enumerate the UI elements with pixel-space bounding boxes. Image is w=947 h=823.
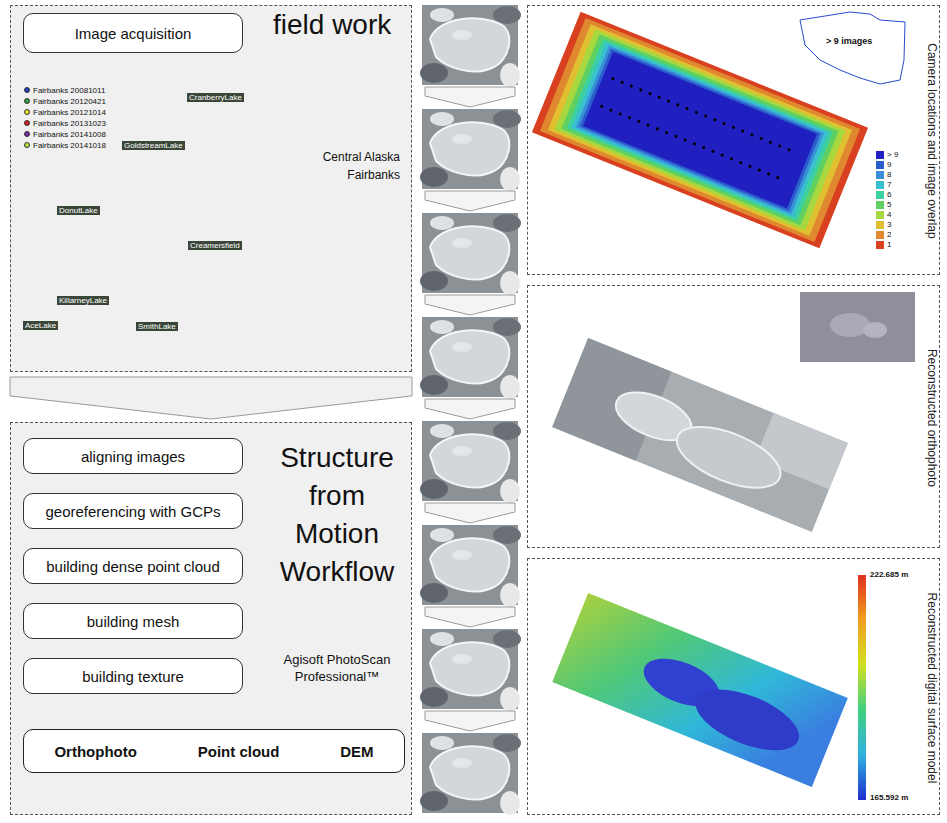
legend-text: Fairbanks 20081011	[33, 86, 105, 95]
legend-text: Fairbanks 20141018	[33, 141, 106, 150]
process-box: building mesh	[23, 603, 243, 639]
legend-swatch	[876, 221, 884, 229]
box-label: building mesh	[87, 613, 180, 630]
legend-text: 2	[887, 230, 891, 239]
legend-swatch	[876, 171, 884, 179]
annotation-label: Fairbanks	[250, 168, 400, 182]
panel-frame: Structure from Motion WorkflowAgisoft Ph…	[10, 422, 412, 815]
legend-dot	[24, 87, 30, 93]
legend-text: 4	[887, 210, 891, 219]
annotation-label: > 9 images	[826, 36, 872, 46]
legend-text: Fairbanks 20131023	[33, 119, 106, 128]
box-label: building dense point cloud	[46, 558, 219, 575]
process-box: georeferencing with GCPs	[23, 493, 243, 529]
box-label: Orthophoto	[54, 743, 136, 760]
legend-swatch	[876, 201, 884, 209]
legend-dot	[24, 98, 30, 104]
legend-text: 8	[887, 170, 891, 179]
process-box: building dense point cloud	[23, 548, 243, 584]
panel-frame: field workImage acquisition	[10, 5, 412, 372]
legend-text: Fairbanks 20120421	[33, 97, 106, 106]
place-name: CranberryLake	[187, 93, 244, 102]
panel-heading: Reconstructed orthophoto	[925, 348, 939, 486]
panel-heading: Camera locations and image overlap	[925, 43, 939, 238]
box-label: Image acquisition	[75, 25, 192, 42]
process-box: Image acquisition	[23, 13, 243, 53]
place-name: GoldstreamLake	[122, 141, 185, 150]
legend-dot	[24, 109, 30, 115]
process-box: aligning images	[23, 438, 243, 474]
box-label: building texture	[82, 668, 184, 685]
legend-text: 9	[887, 160, 891, 169]
legend-text: 5	[887, 200, 891, 209]
legend-swatch	[876, 151, 884, 159]
output-box: Orthophoto Point cloud DEM	[23, 729, 405, 773]
legend-dot	[24, 131, 30, 137]
box-label: Point cloud	[198, 743, 280, 760]
legend-text: 1	[887, 240, 891, 249]
panel-heading: field work	[273, 9, 409, 41]
legend-text: 3	[887, 220, 891, 229]
legend-text: 6	[887, 190, 891, 199]
annotation-label: 165.592 m	[870, 793, 908, 802]
legend-dot	[24, 142, 30, 148]
panel-heading: Structure from Motion Workflow	[270, 439, 404, 591]
place-name: SmithLake	[136, 322, 178, 331]
chevron-arrow	[10, 377, 412, 419]
panel-frame: Reconstructed orthophoto	[527, 285, 940, 548]
panel-heading: Agisoft PhotoScan Professional™	[266, 651, 408, 685]
legend-text: Fairbanks 20121014	[33, 108, 106, 117]
panel-frame: Reconstructed digital surface model	[527, 558, 940, 815]
legend-swatch	[876, 191, 884, 199]
legend-dot	[24, 120, 30, 126]
place-name: AceLake	[23, 321, 58, 330]
place-name: DonutLake	[57, 206, 100, 215]
box-label: georeferencing with GCPs	[45, 503, 220, 520]
legend-swatch	[876, 181, 884, 189]
process-box: building texture	[23, 658, 243, 694]
legend-text: Fairbanks 20141008	[33, 130, 106, 139]
place-name: KillarneyLake	[57, 296, 109, 305]
place-name: Creamersfield	[188, 241, 242, 250]
legend-text: 7	[887, 180, 891, 189]
panel-heading: Reconstructed digital surface model	[925, 592, 939, 783]
legend-swatch	[876, 241, 884, 249]
legend-text: > 9	[887, 150, 898, 159]
box-label: aligning images	[81, 448, 185, 465]
legend-swatch	[876, 161, 884, 169]
annotation-label: 222.685 m	[870, 570, 908, 579]
legend-swatch	[876, 211, 884, 219]
legend-swatch	[876, 231, 884, 239]
box-label: DEM	[340, 743, 373, 760]
annotation-label: Central Alaska	[250, 150, 400, 164]
